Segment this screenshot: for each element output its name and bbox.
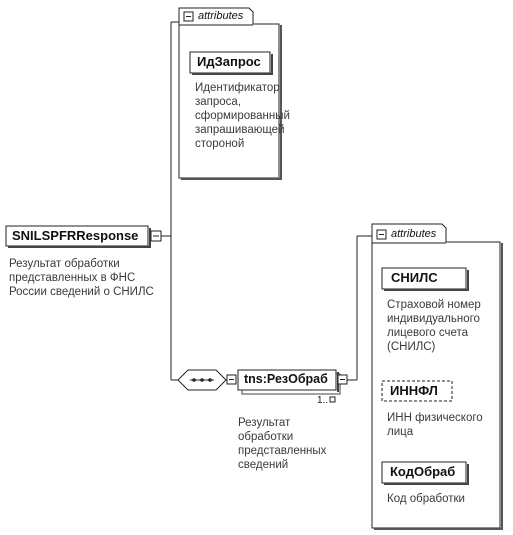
attribute-description-snils: Страховой номер индивидуального лицевого… [387,299,481,353]
child-element-name: tns:РезОбраб [244,372,328,386]
attr-box-snils[interactable] [381,267,469,291]
infinity-marker-icon [329,396,336,403]
right-attributes-header: attributes [391,228,437,240]
right-attributes-group [371,223,503,530]
top-attributes-collapse-icon[interactable] [183,11,194,22]
attr-box-kodobrab[interactable] [381,461,469,485]
attribute-description-idzapros: Идентификатор запроса, сформированный за… [195,82,290,150]
sequence-compositor-icon[interactable] [177,369,227,391]
top-attribute-box[interactable] [189,51,273,75]
attribute-name-innfl: ИННФЛ [390,383,438,398]
attribute-name-kodobrab: КодОбраб [390,464,456,479]
right-attributes-collapse-icon[interactable] [376,229,387,240]
root-collapse-icon[interactable] [150,230,162,242]
top-attributes-header: attributes [198,10,244,22]
attr-box-innfl[interactable] [381,380,453,402]
child-element-description: Результат обработки представленных сведе… [238,417,327,471]
root-element-name: SNILSPFRResponse [12,228,139,243]
child-multiplicity: 1.. [317,395,329,406]
attribute-name-idzapros: ИдЗапрос [197,54,261,69]
sequence-collapse-icon[interactable] [226,374,237,385]
top-attributes-group [178,7,282,180]
child-element-box[interactable] [237,369,341,395]
root-element-box[interactable] [5,225,151,248]
attribute-description-innfl: ИНН физического лица [387,412,483,438]
child-collapse-icon[interactable] [337,374,348,385]
root-element-description: Результат обработки представленных в ФНС… [9,258,154,298]
attribute-name-snils: СНИЛС [391,270,438,285]
attribute-description-kodobrab: Код обработки [387,493,465,505]
